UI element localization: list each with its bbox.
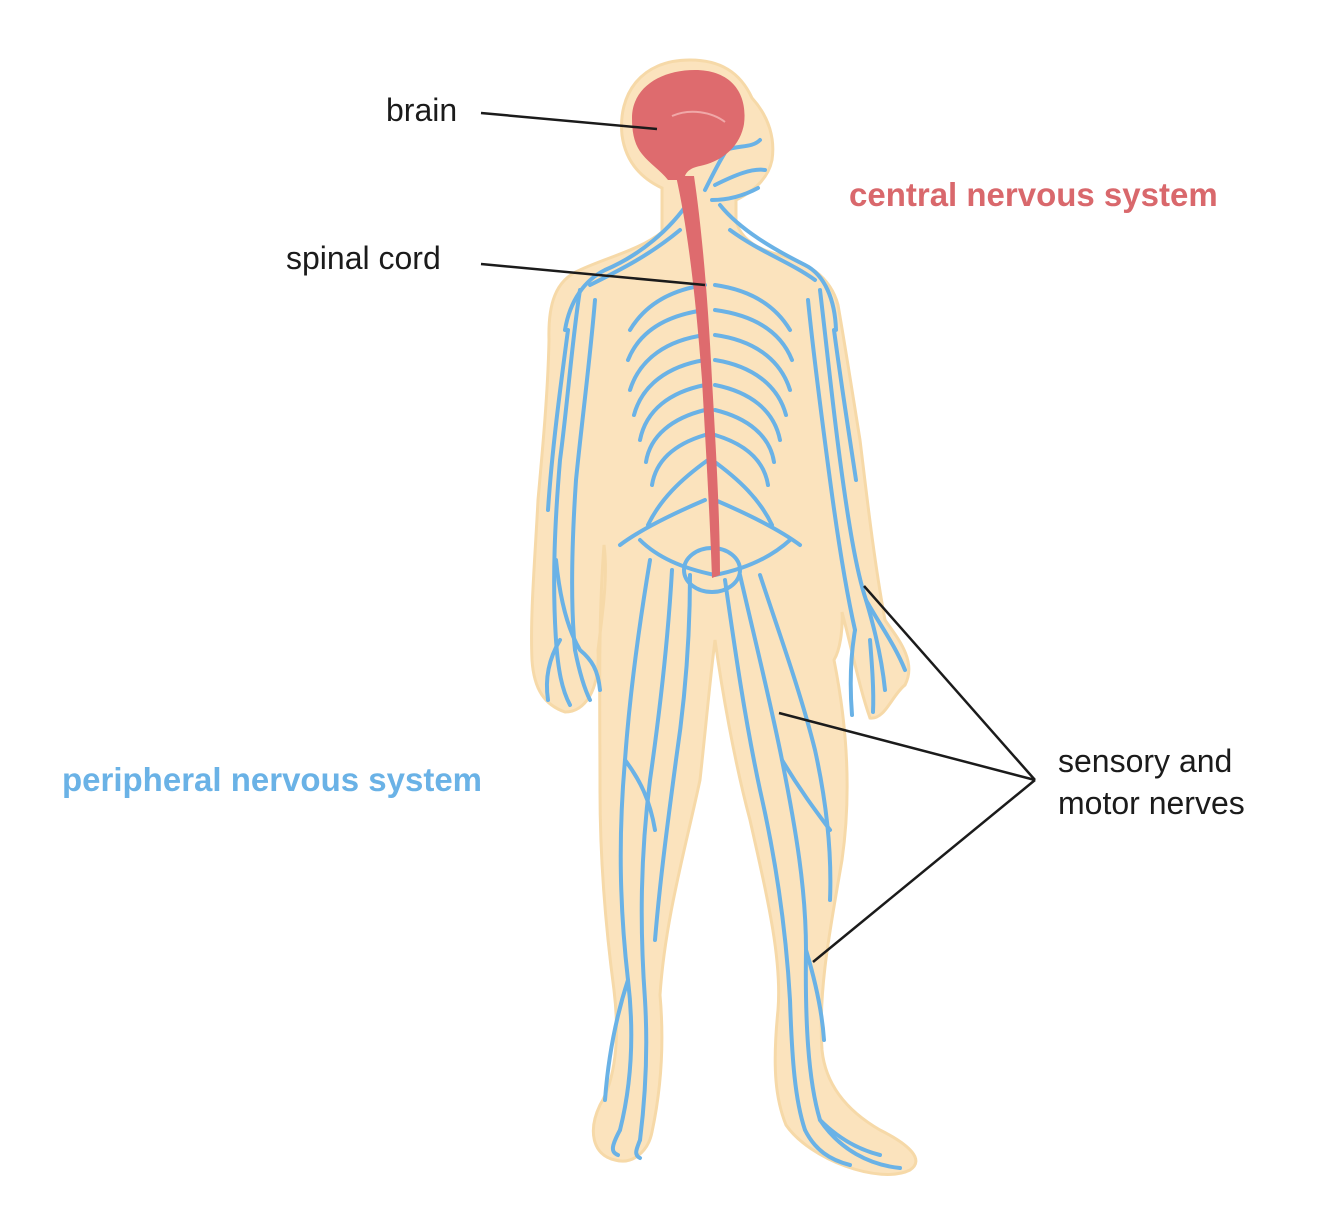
spinal-cord-leader-line (480, 262, 706, 287)
sensory-motor-label-line2: motor nerves (1058, 785, 1245, 821)
sensory-motor-label-line1: sensory and (1058, 743, 1233, 779)
central-nervous-system-shape (632, 70, 745, 578)
shin-nerve-leader-line (812, 779, 1036, 963)
arm-nerve-leader-line (863, 585, 1036, 781)
spinal-cord-shape (676, 176, 720, 578)
brain-shape (632, 70, 745, 180)
body-silhouette (530, 58, 918, 1176)
brain-leader-line (480, 111, 658, 131)
thigh-nerve-leader-line (778, 711, 1036, 782)
central-nervous-system-label: central nervous system (849, 176, 1218, 213)
sensory-motor-nerves-label: sensory and motor nerves (1058, 740, 1245, 824)
peripheral-nerves (544, 128, 907, 1170)
brain-label: brain (386, 92, 458, 128)
spinal-cord-label: spinal cord (286, 240, 441, 276)
leader-lines (480, 111, 1036, 963)
peripheral-nervous-system-label: peripheral nervous system (62, 761, 483, 798)
